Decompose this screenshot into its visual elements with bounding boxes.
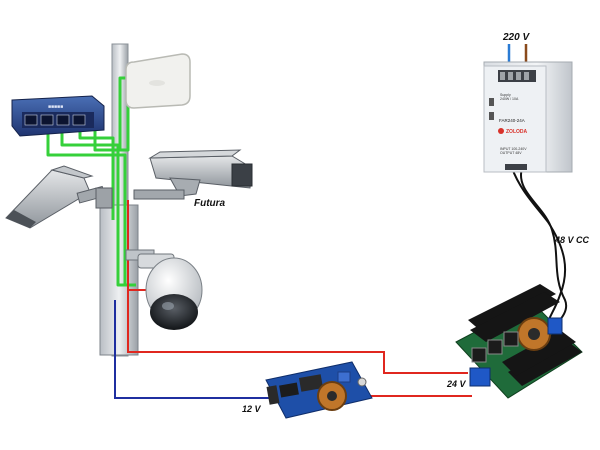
psu-model: FAR240-24A	[499, 118, 525, 123]
ethernet-cables	[46, 70, 136, 287]
wireless-access-point	[125, 53, 191, 109]
camera-label: Futura	[194, 198, 226, 209]
psu-brand: ZOLODA	[506, 129, 527, 135]
power-12v-line	[114, 300, 278, 399]
bullet-camera-right	[133, 149, 253, 200]
psu-output-label: 48 V CC	[554, 235, 590, 245]
mains-voltage-label: 220 V	[502, 32, 530, 43]
psu-brand-logo	[498, 128, 504, 134]
output-12v-label: 12 V	[242, 404, 262, 414]
dome-camera	[125, 249, 203, 330]
bullet-camera-left	[5, 165, 113, 229]
switch-ports	[24, 114, 86, 126]
output-24v-label: 24 V	[446, 379, 467, 389]
capacitors	[471, 331, 519, 363]
terminal-block-out	[547, 317, 563, 335]
svg-text:■■■■■: ■■■■■	[48, 104, 63, 110]
psu-output-cable	[511, 167, 568, 333]
ethernet-line-2	[60, 125, 136, 287]
buck-converter-24v	[455, 284, 583, 399]
terminal-block-in	[469, 367, 491, 387]
heatsink-fins	[468, 284, 582, 386]
ethernet-line-4	[93, 78, 130, 152]
psu-output-terminal	[505, 164, 527, 170]
network-switch: ■■■■■	[11, 95, 105, 137]
ethernet-line-1	[46, 125, 127, 285]
buck-converter-12v	[265, 361, 373, 419]
power-24v-line	[127, 200, 468, 374]
